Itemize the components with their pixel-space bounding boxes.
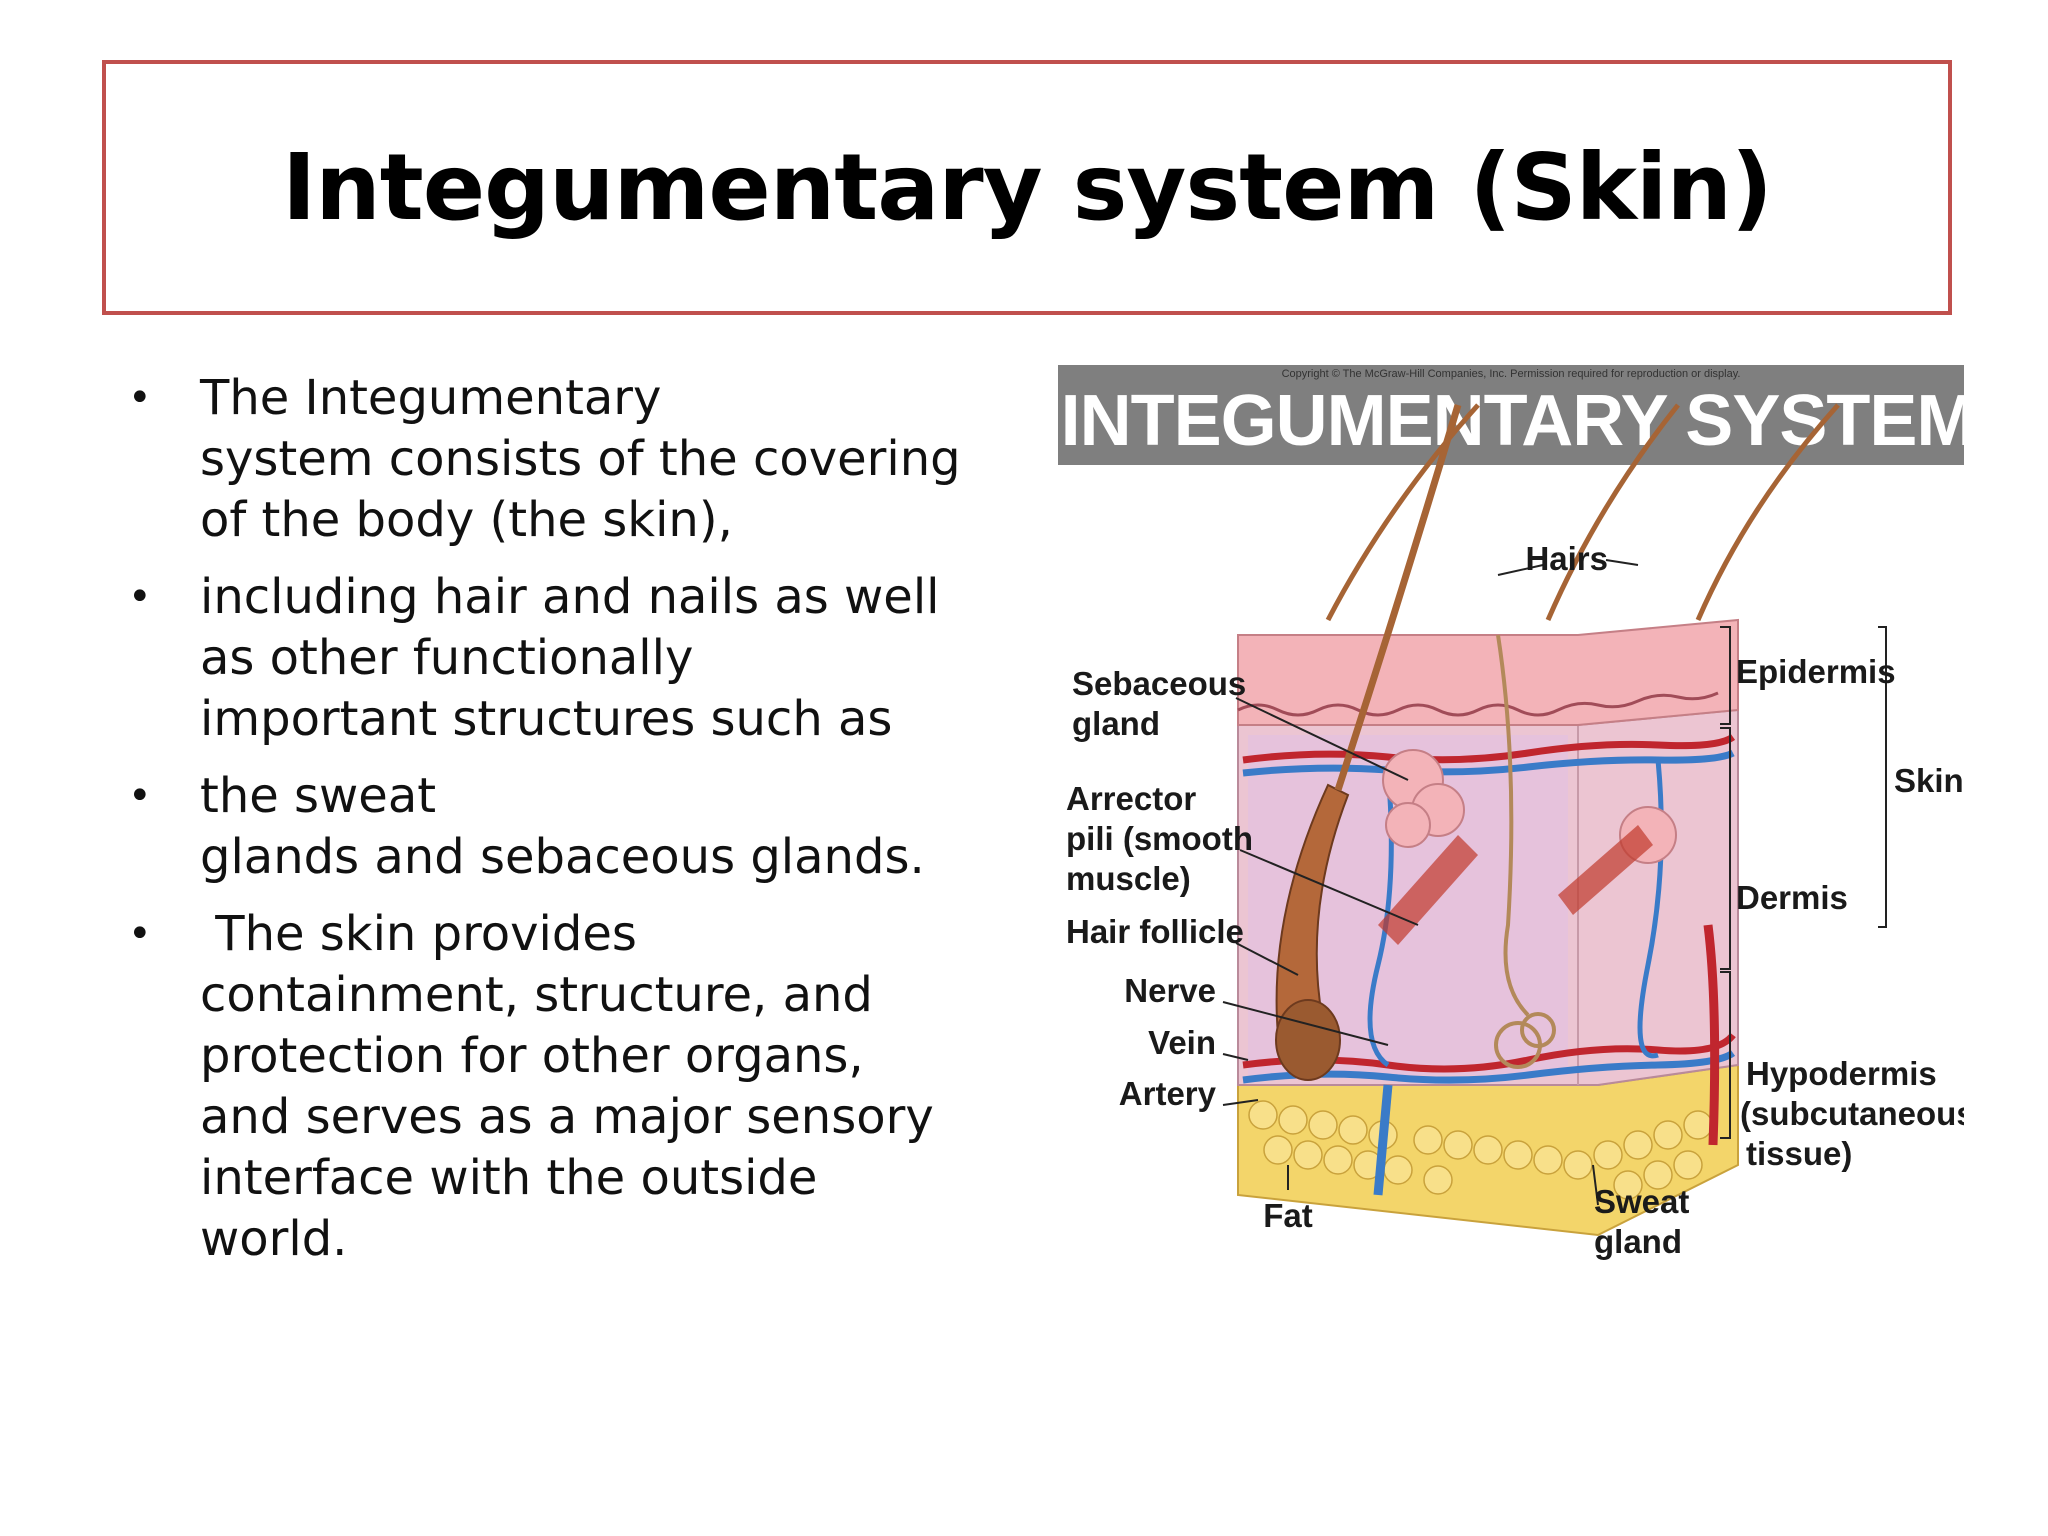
skin-diagram: Copyright © The McGraw-Hill Companies, I… xyxy=(1058,365,1964,1280)
label-sweat-1: Sweat xyxy=(1594,1183,1689,1220)
label-sweat-2: gland xyxy=(1594,1223,1682,1260)
bullet-line: important structures such as xyxy=(200,691,893,747)
copyright-text: Copyright © The McGraw-Hill Companies, I… xyxy=(1282,368,1741,380)
label-hair-follicle: Hair follicle xyxy=(1066,913,1244,950)
bullet-line: interface with the outside xyxy=(200,1150,818,1206)
figure-banner xyxy=(1058,365,1964,465)
label-hypodermis-3: tissue) xyxy=(1746,1135,1852,1172)
hairs-graphic xyxy=(1325,403,1840,622)
label-sebaceous-2: gland xyxy=(1072,705,1160,742)
sebaceous-gland-graphic xyxy=(1382,749,1677,864)
sweat-gland-graphic xyxy=(1494,634,1556,1069)
figure-banner-title: INTEGUMENTARY SYSTEM xyxy=(1061,381,1964,461)
label-vein: Vein xyxy=(1148,1024,1216,1061)
bullet-line: including hair and nails as well xyxy=(200,569,940,625)
bullet-line: as other functionally xyxy=(200,630,694,686)
label-arrector-2: pili (smooth xyxy=(1066,820,1253,857)
label-hairs: Hairs xyxy=(1525,540,1608,577)
label-epidermis: Epidermis xyxy=(1736,653,1896,690)
label-hypodermis-2: (subcutaneous xyxy=(1740,1095,1964,1132)
epidermis-block xyxy=(1237,618,1739,726)
label-nerve: Nerve xyxy=(1124,972,1216,1009)
bullet-item: • The Integumentary system consists of t… xyxy=(120,368,1020,551)
bullet-line: the sweat xyxy=(200,768,437,824)
bullet-item: • including hair and nails as well as ot… xyxy=(120,567,1020,750)
bullet-line: The skin provides xyxy=(200,906,637,962)
bullet-dot: • xyxy=(128,574,152,620)
bullet-line: world. xyxy=(200,1211,348,1267)
hypodermis-block xyxy=(1237,1063,1739,1237)
bullet-line: protection for other organs, xyxy=(200,1028,864,1084)
bullet-line: glands and sebaceous glands. xyxy=(200,829,925,885)
bullet-line: of the body (the skin), xyxy=(200,492,733,548)
label-fat: Fat xyxy=(1263,1197,1313,1234)
leader-lines xyxy=(1222,559,1887,1206)
arrector-pili-graphic xyxy=(1378,835,1478,945)
bullet-item: • The skin provides containment, structu… xyxy=(120,904,1020,1270)
slide-title: Integumentary system (Skin) xyxy=(282,133,1773,241)
bullet-dot: • xyxy=(128,375,152,421)
bullet-line: The Integumentary xyxy=(200,370,662,426)
label-skin: Skin xyxy=(1894,762,1964,799)
bullet-dot: • xyxy=(128,911,152,957)
label-hypodermis-1: Hypodermis xyxy=(1746,1055,1937,1092)
label-arrector-1: Arrector xyxy=(1066,780,1196,817)
label-artery: Artery xyxy=(1119,1075,1217,1112)
bullet-item: • the sweat glands and sebaceous glands. xyxy=(120,766,1020,888)
bullet-dot: • xyxy=(128,773,152,819)
bullet-line: system consists of the covering xyxy=(200,431,961,487)
title-box: Integumentary system (Skin) xyxy=(102,60,1952,315)
bullet-line: containment, structure, and xyxy=(200,967,873,1023)
bullet-line: and serves as a major sensory xyxy=(200,1089,934,1145)
skin-diagram-svg: Copyright © The McGraw-Hill Companies, I… xyxy=(1058,365,1964,1260)
label-arrector-3: muscle) xyxy=(1066,860,1191,897)
label-sebaceous-1: Sebaceous xyxy=(1072,665,1246,702)
bullet-list: • The Integumentary system consists of t… xyxy=(120,368,1020,1286)
label-dermis: Dermis xyxy=(1736,879,1848,916)
arrector-pili-graphic-2 xyxy=(1558,825,1653,915)
